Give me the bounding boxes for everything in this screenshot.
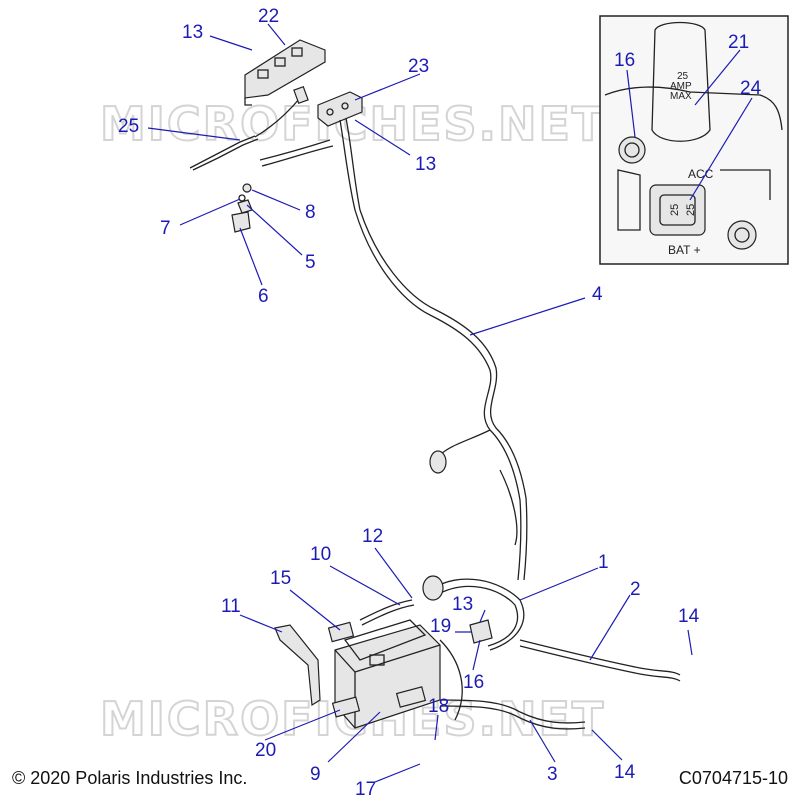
callout-9: 9 (310, 764, 321, 785)
inset-fuse-label-top: 25 (677, 71, 689, 82)
callout-21: 21 (728, 32, 749, 53)
callout-1: 1 (598, 552, 609, 573)
inset-bat-label: BAT + (668, 243, 701, 257)
part-4-harness (259, 117, 528, 581)
callout-20: 20 (255, 740, 276, 761)
callout-13c: 13 (452, 594, 473, 615)
inset-fuse-value-right: 25 (685, 204, 697, 216)
inset-acc-label: ACC (688, 167, 714, 181)
callout-14b: 14 (614, 762, 636, 783)
part-5-6-7-8-cluster (231, 183, 253, 233)
inset-fuse-label-amp: AMP (670, 81, 692, 92)
callout-16b: 16 (463, 672, 484, 693)
inset-fuse-label-max: MAX (670, 91, 692, 102)
leader-lines (147, 23, 753, 783)
callout-8: 8 (305, 202, 316, 223)
callout-11: 11 (221, 596, 241, 617)
part-1-harness (422, 575, 525, 721)
inset-fuse-value-left: 25 (669, 204, 681, 216)
callout-25: 25 (118, 116, 139, 137)
callout-23: 23 (408, 56, 429, 77)
inset-detail: 25 AMP MAX ACC 25 25 BAT + (599, 15, 789, 265)
callout-3: 3 (547, 764, 558, 785)
drawing-id: C0704715-10 (678, 768, 788, 788)
callout-14a: 14 (678, 606, 700, 627)
part-18-pad (395, 686, 427, 708)
callout-16a: 16 (614, 50, 635, 71)
callout-6: 6 (258, 286, 269, 307)
callouts: 13 22 23 25 13 7 8 5 6 4 21 16 24 1 2 12… (118, 6, 762, 800)
callout-13b: 13 (415, 154, 436, 175)
part-19-bracket (469, 619, 493, 644)
callout-2: 2 (630, 579, 641, 600)
part-22-bracket (244, 39, 326, 106)
callout-22: 22 (258, 6, 279, 27)
callout-24: 24 (740, 78, 762, 99)
callout-5: 5 (305, 252, 316, 273)
part-20-pad (331, 696, 361, 718)
callout-12: 12 (362, 526, 383, 547)
part-11-strap (274, 624, 321, 707)
callout-4: 4 (592, 284, 603, 305)
part-25-cable (189, 85, 309, 171)
part-10-cable (359, 599, 415, 626)
part-23-fuse-block (317, 91, 363, 127)
copyright-text: © 2020 Polaris Industries Inc. (12, 768, 248, 788)
callout-7: 7 (160, 218, 171, 239)
callout-19: 19 (430, 616, 451, 637)
part-2-cable (519, 639, 681, 682)
callout-10: 10 (310, 544, 331, 565)
callout-17: 17 (355, 779, 376, 800)
callout-18: 18 (428, 696, 449, 717)
callout-13a: 13 (182, 22, 203, 43)
part-3-cable (439, 699, 586, 730)
part-15-pad (327, 621, 355, 643)
callout-15: 15 (270, 568, 291, 589)
